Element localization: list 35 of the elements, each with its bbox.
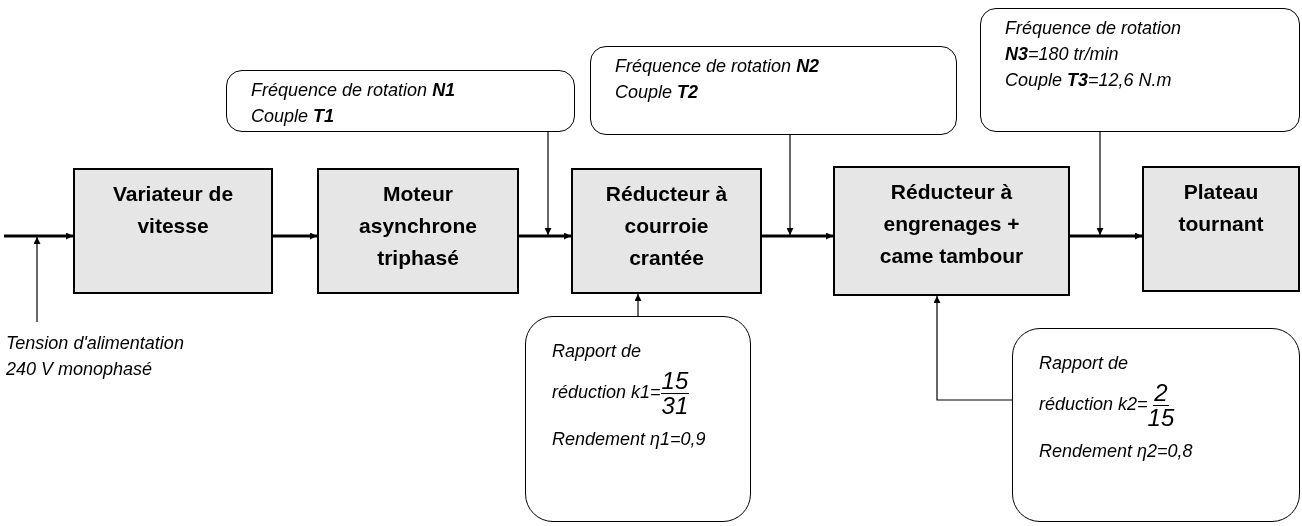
arrow: [634, 293, 642, 317]
flow-arrow: [762, 232, 833, 240]
callout-box: [226, 70, 575, 132]
process-box: [833, 166, 1070, 296]
arrow: [786, 134, 794, 236]
process-box: [1142, 166, 1300, 292]
flow-arrow: [4, 232, 73, 240]
flow-arrow: [273, 232, 317, 240]
callout-box: [590, 46, 957, 135]
arrow: [933, 295, 1013, 401]
process-box: [571, 168, 762, 294]
arrow: [544, 131, 552, 236]
efficiency-text: Rendement η2=0,8: [1039, 440, 1194, 463]
arrow: [33, 236, 41, 323]
process-box: [317, 168, 519, 294]
callout-box: [525, 316, 751, 522]
flow-arrow: [1070, 232, 1142, 240]
callout-box: [1012, 328, 1300, 522]
callout-box: [980, 8, 1300, 132]
process-box: [73, 168, 273, 294]
box-label: Réducteur à courroie crantée: [604, 181, 729, 271]
box-label: Réducteur à engrenages + came tambour: [878, 179, 1025, 269]
callout-text: Couple T2: [615, 81, 700, 104]
callout-text: Couple T1: [251, 105, 336, 128]
callout-text: Fréquence de rotation N2: [615, 55, 821, 78]
arrow: [1096, 131, 1104, 236]
input-label: Tension d'alimentation 240 V monophasé: [6, 330, 206, 386]
callout-text: Fréquence de rotation N1: [251, 79, 457, 102]
efficiency-text: Rendement η1=0,9: [552, 428, 707, 451]
box-label: Variateur de vitesse: [111, 181, 235, 239]
box-label: Plateau tournant: [1177, 179, 1265, 237]
box-label: Moteur asynchrone triphasé: [358, 181, 478, 271]
callout-text: Fréquence de rotation N3=180 tr/min: [1005, 17, 1183, 66]
flow-arrow: [519, 232, 571, 240]
callout-text: Couple T3=12,6 N.m: [1005, 69, 1173, 92]
